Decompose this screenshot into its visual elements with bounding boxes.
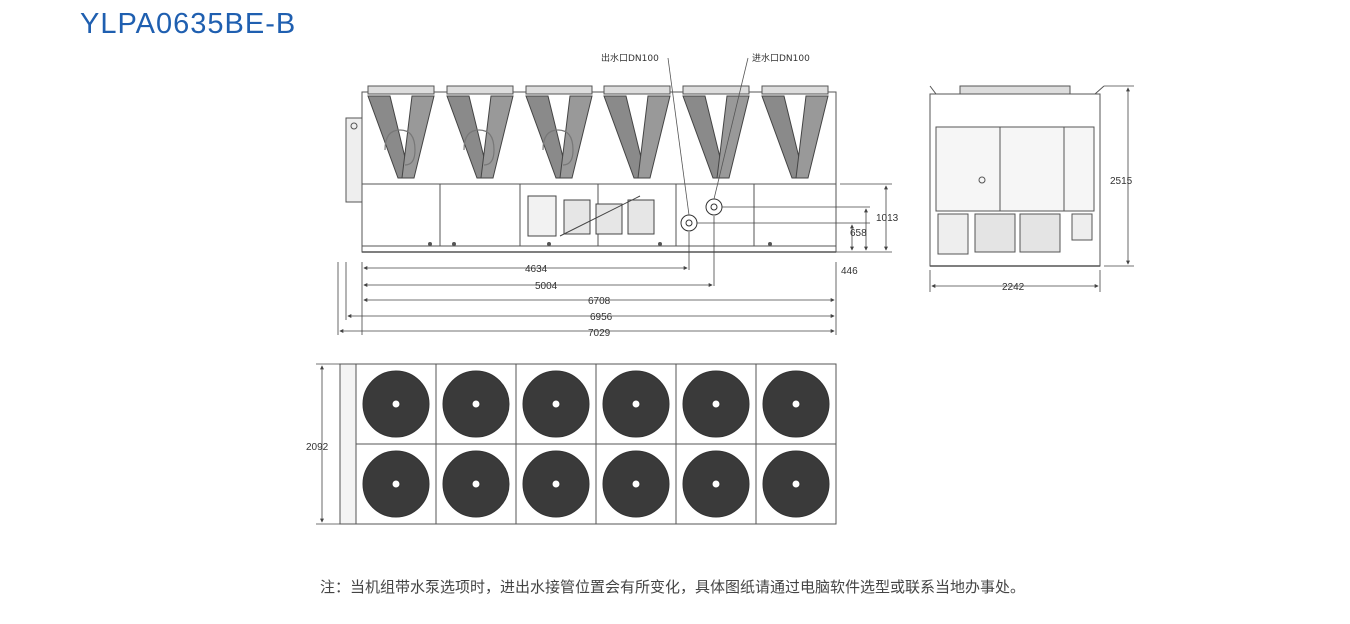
fan [602, 450, 670, 518]
outlet-label: 出水口DN100 [601, 52, 659, 64]
water-connections [680, 198, 723, 232]
fan [522, 450, 590, 518]
control-box [345, 117, 363, 203]
callout-lines [667, 57, 749, 216]
compressors [527, 195, 655, 237]
dim-658: 658 [850, 228, 867, 239]
top-view [339, 363, 837, 525]
footnote: 注：当机组带水泵选项时，进出水接管位置会有所变化，具体图纸请通过电脑软件选型或联… [320, 578, 1026, 596]
fan-tops [367, 85, 829, 95]
fan [682, 370, 750, 438]
fan [762, 370, 830, 438]
fan [442, 450, 510, 518]
dim-6956: 6956 [590, 312, 613, 323]
side-view [929, 85, 1105, 267]
fan [762, 450, 830, 518]
side-dimensions [929, 85, 1134, 292]
fan [522, 370, 590, 438]
dim-2515: 2515 [1110, 176, 1133, 187]
fan [682, 450, 750, 518]
fan [602, 370, 670, 438]
front-view [345, 85, 837, 253]
dim-5004: 5004 [535, 281, 558, 292]
fan-grid [362, 370, 830, 518]
top-dimensions [316, 363, 340, 525]
v-coils [367, 95, 829, 179]
fan [442, 370, 510, 438]
fan [362, 450, 430, 518]
dim-7029: 7029 [588, 328, 611, 339]
fan [362, 370, 430, 438]
dim-2092: 2092 [306, 442, 329, 453]
model-title: YLPA0635BE-B [80, 8, 297, 40]
dim-6708: 6708 [588, 296, 611, 307]
inlet-label: 进水口DN100 [752, 52, 810, 64]
dim-2242: 2242 [1002, 282, 1025, 293]
dim-1013: 1013 [876, 213, 899, 224]
front-dimensions [337, 183, 892, 335]
dim-446: 446 [841, 266, 858, 277]
dim-4634: 4634 [525, 264, 548, 275]
